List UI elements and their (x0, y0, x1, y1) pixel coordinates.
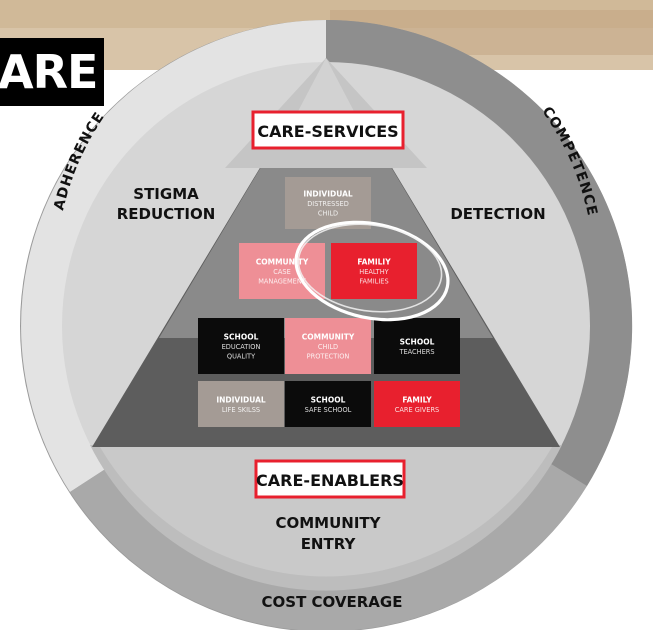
intervention-boxes: INDIVIDUALDISTRESSEDCHILDCOMMUNITYCASEMA… (198, 177, 460, 427)
pyramid-box-bg (331, 243, 417, 299)
pyramid-box-title: COMMUNITY (256, 258, 309, 267)
pyramid-box-subtitle: DISTRESSED (307, 200, 349, 208)
pyramid-box-subtitle: PROTECTION (307, 353, 350, 361)
pyramid-box-title: INDIVIDUAL (303, 190, 353, 199)
pyramid-box-subtitle: CARE GIVERS (395, 406, 439, 414)
pyramid-box-title: SCHOOL (400, 337, 435, 346)
pyramid-box-title: SCHOOL (224, 333, 259, 342)
pyramid-box-subtitle: TEACHERS (398, 348, 434, 356)
care-enablers-label-box: CARE-ENABLERS (254, 459, 406, 499)
pyramid-box-bg (198, 318, 284, 374)
pyramid-box-bg (285, 177, 371, 229)
pyramid-box-subtitle: CHILD (318, 210, 338, 218)
pyramid-box-title: SCHOOL (311, 395, 346, 404)
pyramid-box-subtitle: CASE (273, 268, 290, 276)
pyramid-box-9: FAMILY CARE GIVERS (374, 381, 460, 427)
pyramid-box-subtitle: QUALITY (227, 353, 256, 361)
community-entry-line1: COMMUNITY (275, 514, 381, 532)
pyramid-box-6: SCHOOL TEACHERS (374, 318, 460, 374)
cost-coverage-label: COST COVERAGE (262, 593, 403, 611)
pyramid-box-title: FAMILIY (357, 258, 391, 267)
detection-label: DETECTION (450, 205, 545, 223)
pyramid-box-bg (285, 381, 371, 427)
pyramid-box-title: COMMUNITY (302, 333, 355, 342)
pyramid-box-bg (374, 318, 460, 374)
pyramid-box-subtitle: MANAGEMENT (258, 278, 307, 286)
pyramid-box-subtitle: CHILD (318, 343, 338, 351)
stigma-label-line2: REDUCTION (117, 205, 216, 223)
care-services-text: CARE-SERVICES (257, 122, 398, 141)
stigma-label-line1: STIGMA (133, 185, 199, 203)
pyramid-box-subtitle: FAMILIES (359, 278, 388, 286)
pyramid-box-8: SCHOOL SAFE SCHOOL (285, 381, 371, 427)
pyramid-box-7: INDIVIDUAL LIFE SKILSS (198, 381, 284, 427)
pyramid-box-subtitle: SAFE SCHOOL (305, 406, 352, 414)
community-entry-line2: ENTRY (301, 535, 357, 553)
pyramid-box-bg (198, 381, 284, 427)
title-banner (0, 38, 104, 106)
pyramid-box-bg (285, 318, 371, 374)
title-text: ARE (0, 45, 98, 99)
highlight-scribble-icon (294, 220, 450, 322)
pyramid-box-subtitle: LIFE SKILSS (222, 406, 260, 414)
care-enablers-text: CARE-ENABLERS (256, 471, 404, 490)
pyramid-box-subtitle: HEALTHY (359, 268, 389, 276)
pyramid-box-title: INDIVIDUAL (216, 395, 266, 404)
pyramid-box-bg (374, 381, 460, 427)
care-services-label-box: CARE-SERVICES (251, 110, 405, 150)
pyramid-box-title: FAMILY (402, 395, 432, 404)
pyramid-box-subtitle: EDUCATION (222, 343, 261, 351)
